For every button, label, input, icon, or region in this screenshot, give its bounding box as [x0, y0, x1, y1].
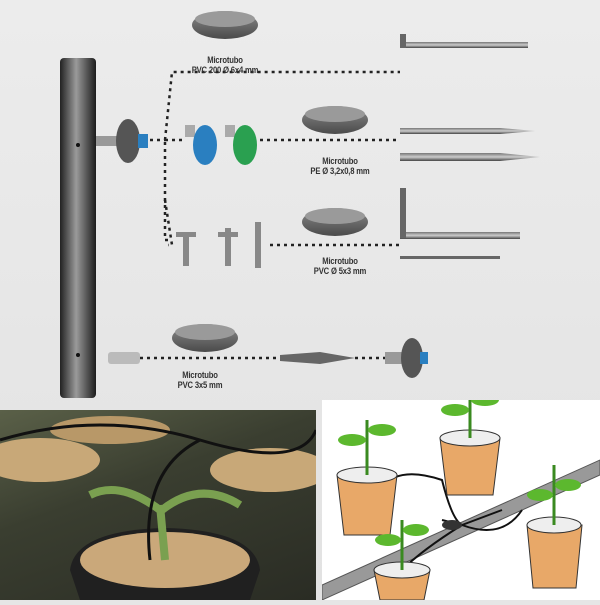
tube-label-2: Microtubo PE Ø 3,2x0,8 mm	[289, 156, 391, 176]
coil-icon	[192, 11, 258, 39]
plant-pot-icon	[373, 520, 431, 601]
coil-icon	[172, 324, 238, 352]
angled-stake-icon	[400, 188, 520, 239]
main-pipe	[60, 58, 96, 398]
blue-dripper-icon	[185, 125, 217, 165]
irrigation-illustration	[321, 390, 600, 601]
plant-pot-icon	[336, 420, 398, 536]
plant-pot-icon	[526, 465, 583, 589]
angled-stake-icon	[400, 34, 528, 48]
label-title: Microtubo	[207, 55, 243, 65]
potted-plants-photo	[0, 416, 316, 600]
tee-connectors-icon	[176, 222, 261, 268]
coil-icon	[302, 208, 368, 236]
label-spec: PVC Ø 5x3 mm	[313, 266, 367, 276]
dripper-line-icon	[400, 256, 500, 259]
green-dripper-icon	[225, 125, 257, 165]
label-title: Microtubo	[322, 156, 358, 166]
label-spec: PVC 200 Ø 6x4 mm	[191, 65, 259, 75]
stake-icon	[280, 352, 355, 364]
components-diagram	[60, 11, 540, 398]
stake-icon	[400, 153, 540, 161]
tube-label-3: Microtubo PVC Ø 5x3 mm	[289, 256, 391, 276]
label-title: Microtubo	[322, 256, 358, 266]
label-spec: PVC 3x5 mm	[177, 380, 223, 390]
label-title: Microtubo	[182, 370, 218, 380]
plant-pot-icon	[439, 390, 501, 496]
greenhouse-photo	[0, 410, 316, 600]
dripper-connector-icon	[385, 338, 428, 378]
label-spec: PE Ø 3,2x0,8 mm	[310, 166, 370, 176]
potted-plants-illustration	[321, 390, 600, 601]
tube-label-1: Microtubo PVC 200 Ø 6x4 mm	[178, 55, 272, 75]
end-connector-icon	[108, 352, 140, 364]
coil-icon	[302, 106, 368, 134]
dripper-connector-icon	[96, 119, 148, 163]
stake-icon	[400, 128, 535, 134]
tube-label-4: Microtubo PVC 3x5 mm	[158, 370, 243, 390]
